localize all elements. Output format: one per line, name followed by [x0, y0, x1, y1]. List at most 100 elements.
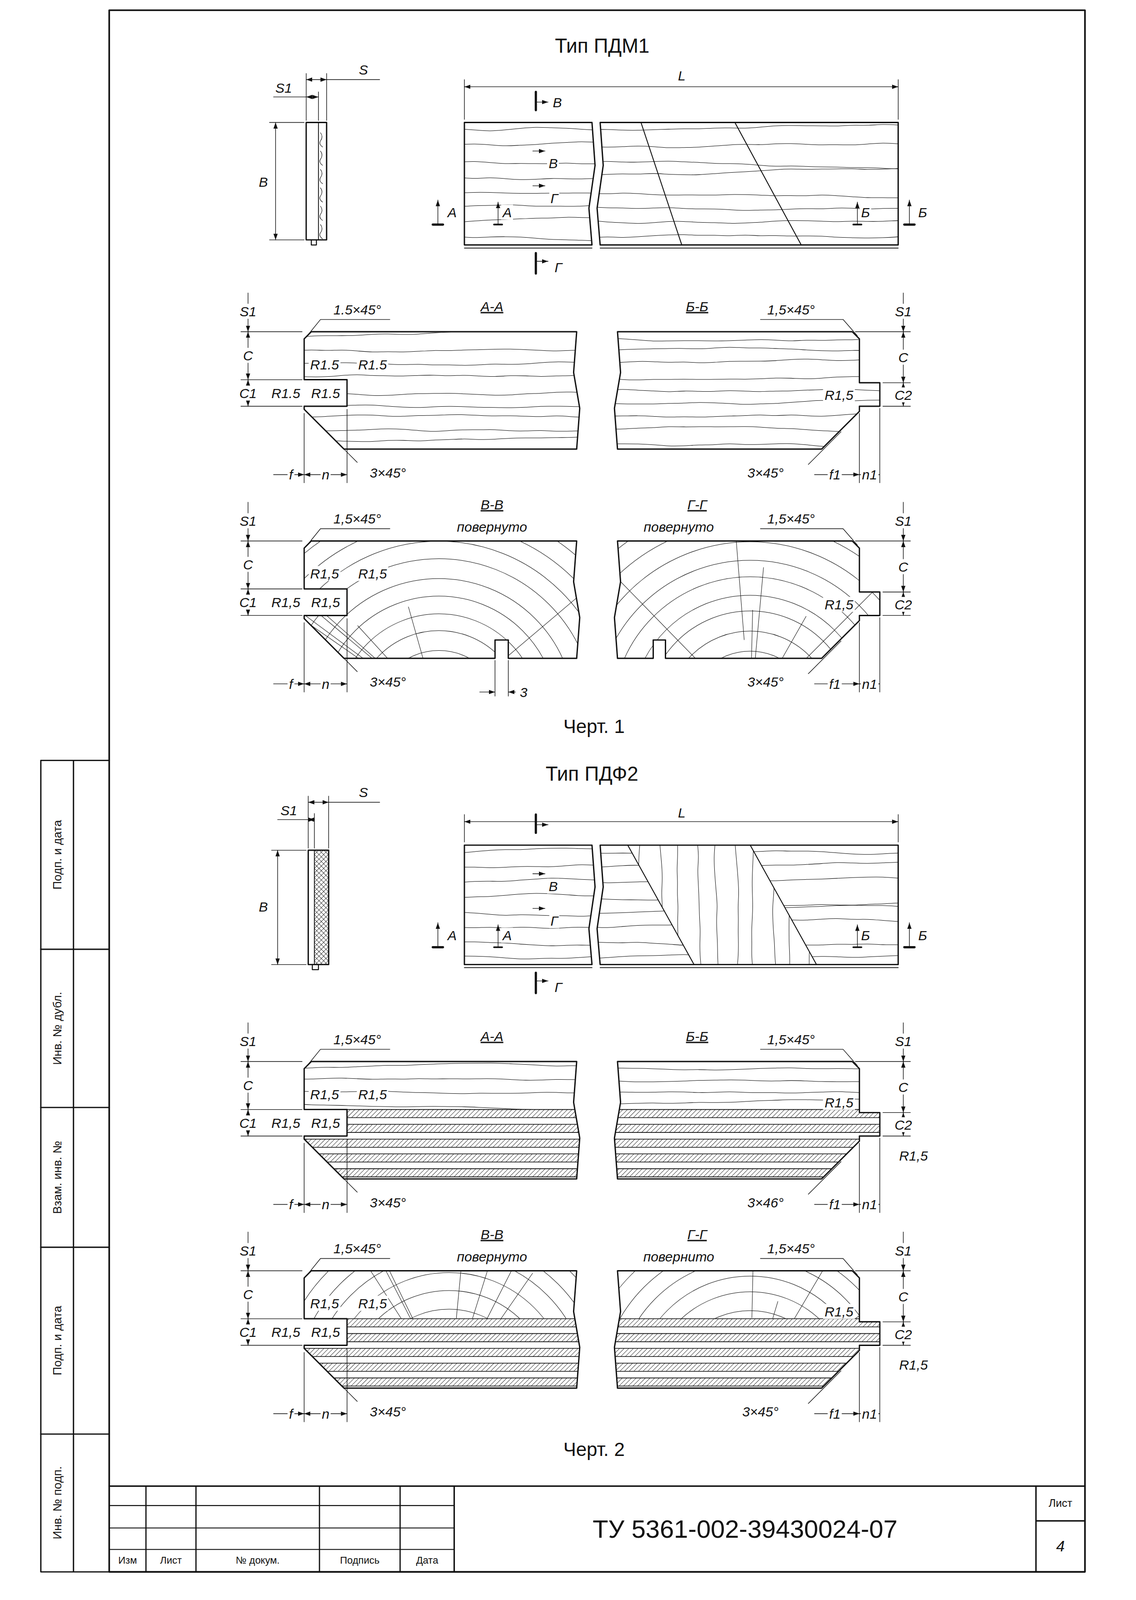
dimension-label: f [287, 1405, 294, 1421]
dimension-label: S [357, 61, 370, 77]
section-view [211, 486, 667, 942]
ply-line [607, 1138, 888, 1140]
dimension-label: 3 [518, 684, 529, 700]
dimension-label: Б [859, 204, 872, 220]
dimension-label: S1 [238, 1033, 258, 1049]
stamp-cell: Подп. и дата [40, 760, 74, 950]
growth-ring [294, 1238, 604, 1548]
extension-line [306, 73, 327, 121]
stamp-cell: Взам. инв. № [40, 1107, 74, 1248]
dimension-label: n [320, 676, 331, 692]
dimension-label: S1 [238, 303, 258, 319]
section-outline [303, 1270, 580, 1388]
wood-grain [295, 348, 603, 353]
ply-line [607, 1333, 888, 1335]
wood-grain [825, 845, 827, 968]
extension-line [326, 79, 380, 80]
dimension-line [535, 260, 549, 262]
extension-line [760, 319, 857, 336]
extension-line [328, 802, 380, 803]
extension-line [859, 408, 880, 483]
dimension-line [497, 924, 499, 947]
dimension-line [856, 924, 858, 947]
wood-grain [607, 376, 898, 380]
side-view [269, 73, 380, 245]
dimension-label: R1.5 [308, 356, 341, 372]
extension-line [324, 429, 358, 463]
extension-line [277, 819, 309, 820]
ply-line [295, 1153, 587, 1155]
dimension-line [479, 691, 496, 693]
section-outline [303, 540, 580, 658]
dimension-line [308, 819, 314, 820]
wood-crack [754, 567, 764, 668]
growth-ring [303, 578, 575, 851]
growth-ring [328, 1272, 570, 1514]
wood-grain [638, 845, 642, 968]
dimension-label: R1,5 [897, 1147, 930, 1163]
stamp-cell: Инв. № дубл. [40, 949, 74, 1108]
growth-ring [283, 558, 595, 871]
ply-line [607, 1385, 888, 1387]
dimension-label: повернуто [642, 519, 715, 535]
dimension-line [533, 907, 546, 909]
dimension-label: n1 [860, 676, 879, 692]
dimension-label: C [241, 557, 255, 573]
section-fill [518, 482, 983, 947]
ply-line [607, 1377, 888, 1379]
wood-crack [357, 625, 403, 676]
dimension-label: R1,5 [356, 566, 389, 582]
wood-grain [459, 236, 613, 241]
dimension-label: f [287, 467, 294, 483]
growth-ring [320, 596, 558, 833]
panel-ground [627, 845, 817, 965]
growth-ring [261, 1205, 638, 1582]
extension-line [760, 1049, 857, 1066]
dimension-line [533, 873, 546, 874]
dimension-line [856, 202, 858, 225]
growth-ring [211, 486, 667, 942]
wood-grain [295, 329, 603, 338]
stamp-cell: Подп. и дата [40, 1247, 74, 1435]
wood-crack [771, 616, 807, 677]
section-fill [607, 338, 898, 448]
wood-crack [791, 1267, 825, 1324]
extension-line [808, 1161, 842, 1195]
dimension-label: R1.5 [309, 385, 342, 401]
dimension-label: повернуто [455, 519, 529, 535]
extension-line [324, 1159, 358, 1193]
tongue-outline [312, 964, 319, 970]
dimension-label: S1 [238, 1242, 258, 1258]
growth-ring [374, 650, 504, 779]
stamp-grid [40, 1433, 110, 1435]
growth-ring [354, 630, 523, 799]
section-outline [614, 540, 880, 658]
dimension-label: 3×46° [746, 1195, 786, 1211]
dimension-label: C [896, 558, 910, 574]
dimension-label: R1,5 [823, 387, 855, 403]
ply-ground [295, 1109, 587, 1181]
dimension-label: S1 [279, 802, 299, 818]
dimension-label: Г [549, 913, 560, 929]
sheet-cell: Лист [1036, 1485, 1086, 1521]
dimension-label: B [257, 174, 270, 190]
dimension-label: S1 [893, 1033, 914, 1049]
cell-text: ТУ 5361-002-39430024-07 [592, 1514, 898, 1544]
type-heading: Тип ПДФ2 [544, 762, 640, 785]
section-view [518, 482, 983, 947]
title-block-grid [399, 1485, 401, 1572]
wood-grain [295, 373, 603, 377]
section-fill [592, 124, 914, 239]
dimension-label: L [676, 68, 688, 84]
growth-ring [558, 522, 942, 907]
dimension-label: 3×45° [746, 464, 786, 480]
veneer-hatch [607, 1333, 888, 1342]
stamp-grid [40, 948, 110, 950]
board-outline [306, 122, 327, 240]
layer-line [318, 122, 319, 240]
dimension-label: C1 [238, 594, 259, 610]
veneer-hatch [607, 1168, 888, 1177]
wood-grain [459, 893, 613, 898]
wood-grain [459, 141, 613, 146]
dimension-label: А [501, 927, 514, 943]
